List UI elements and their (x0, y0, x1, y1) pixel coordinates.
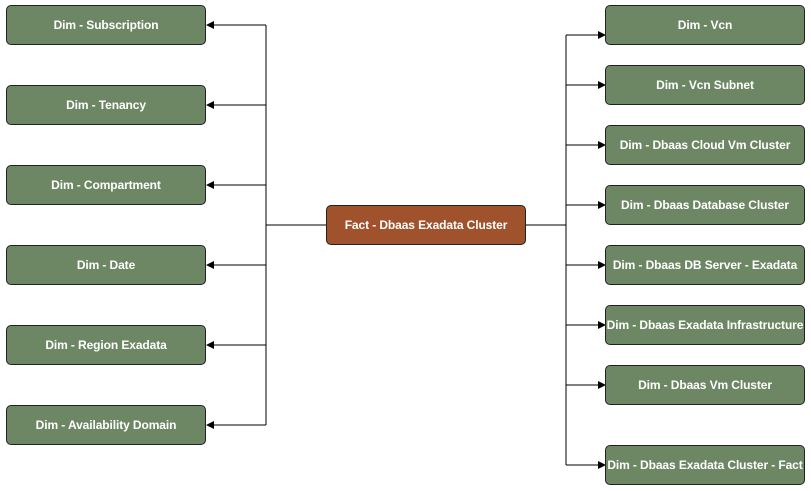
dim-label: Dim - Vcn (677, 18, 733, 32)
dim-dbaas-cloud-vm-cluster[interactable]: Dim - Dbaas Cloud Vm Cluster (605, 125, 805, 165)
dim-label: Dim - Dbaas Exadata Infrastructure (606, 318, 804, 332)
fact-dbaas-exadata-cluster[interactable]: Fact - Dbaas Exadata Cluster (326, 205, 526, 245)
dim-dbaas-exadata-infrastructure[interactable]: Dim - Dbaas Exadata Infrastructure (605, 305, 805, 345)
dim-label: Dim - Vcn Subnet (656, 78, 754, 92)
dim-dbaas-exadata-cluster-fact[interactable]: Dim - Dbaas Exadata Cluster - Fact (605, 445, 805, 485)
dim-date[interactable]: Dim - Date (6, 245, 206, 285)
dim-label: Dim - Region Exadata (45, 338, 167, 352)
dim-label: Dim - Subscription (53, 18, 159, 32)
dim-vcn-subnet[interactable]: Dim - Vcn Subnet (605, 65, 805, 105)
dim-label: Dim - Dbaas DB Server - Exadata (612, 258, 798, 272)
dim-region-exadata[interactable]: Dim - Region Exadata (6, 325, 206, 365)
dim-label: Dim - Tenancy (66, 98, 146, 112)
dim-dbaas-db-server-exadata[interactable]: Dim - Dbaas DB Server - Exadata (605, 245, 805, 285)
dim-label: Dim - Dbaas Vm Cluster (638, 378, 772, 392)
fact-label: Fact - Dbaas Exadata Cluster (344, 218, 508, 232)
dim-compartment[interactable]: Dim - Compartment (6, 165, 206, 205)
dim-availability-domain[interactable]: Dim - Availability Domain (6, 405, 206, 445)
dim-label: Dim - Dbaas Database Cluster (621, 198, 789, 212)
dim-dbaas-database-cluster[interactable]: Dim - Dbaas Database Cluster (605, 185, 805, 225)
dim-label: Dim - Dbaas Cloud Vm Cluster (619, 138, 791, 152)
dim-label: Dim - Compartment (51, 178, 161, 192)
dim-tenancy[interactable]: Dim - Tenancy (6, 85, 206, 125)
dim-vcn[interactable]: Dim - Vcn (605, 5, 805, 45)
dim-label: Dim - Availability Domain (35, 418, 177, 432)
dim-dbaas-vm-cluster[interactable]: Dim - Dbaas Vm Cluster (605, 365, 805, 405)
dim-subscription[interactable]: Dim - Subscription (6, 5, 206, 45)
dim-label: Dim - Dbaas Exadata Cluster - Fact (607, 458, 803, 472)
dim-label: Dim - Date (76, 258, 136, 272)
